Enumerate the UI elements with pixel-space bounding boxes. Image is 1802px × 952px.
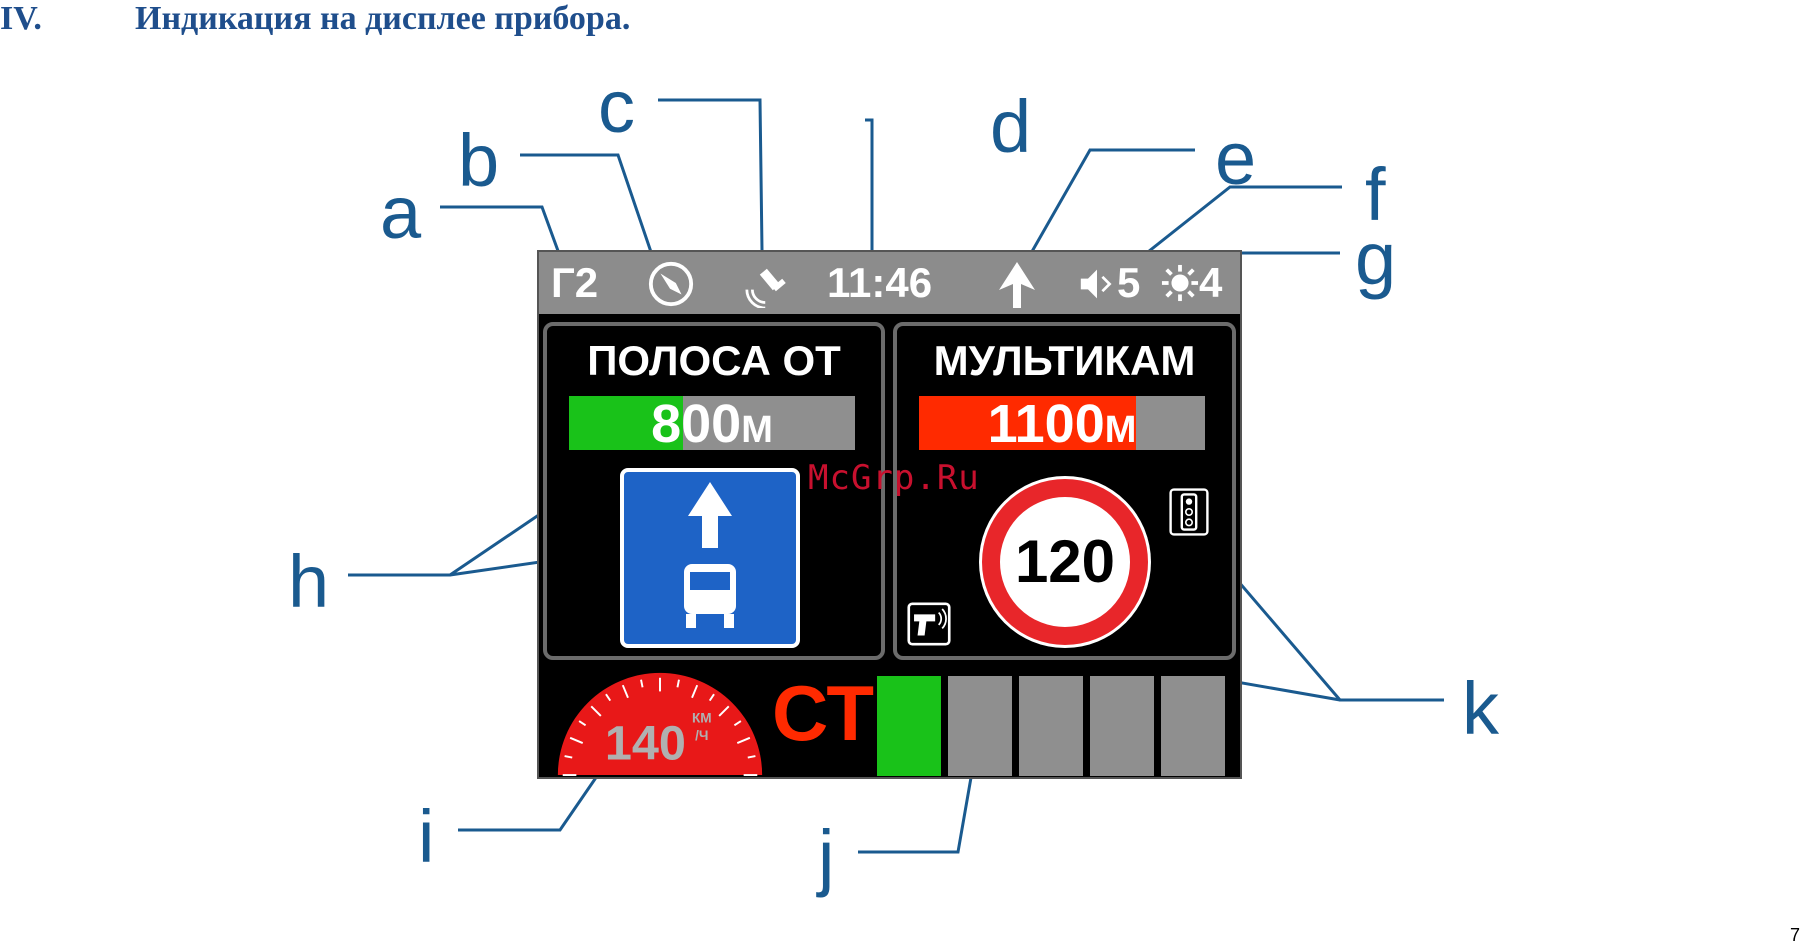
callout-d: d [990,90,1031,164]
satellite-icon [745,262,791,308]
speed-unit-top: КМ [692,711,712,726]
clock: 11:46 [827,262,932,304]
signal-segment [1161,676,1225,776]
right-alert-title: МУЛЬТИКАМ [897,340,1232,382]
section-heading: IV.Индикация на дисплее прибора. [0,0,630,38]
callout-i: i [418,800,434,874]
callout-j: j [818,820,834,894]
traffic-light-camera-icon [1169,486,1209,538]
bottom-bar: 140 КМ /Ч СТ [539,668,1240,777]
compass-icon [647,260,695,308]
left-distance-unit: М [741,409,773,451]
right-distance-text: 1100М [919,396,1205,458]
callout-a: a [380,176,421,250]
left-distance-bar: 800М [569,396,855,450]
mode-indicator: Г2 [551,262,598,304]
speedometer-gauge: 140 КМ /Ч [545,670,775,777]
sun-icon [1161,264,1199,302]
page-number: 7 [1790,925,1800,946]
section-number: IV. [0,0,135,38]
section-title: Индикация на дисплее прибора. [135,0,630,37]
bus-lane-sign-icon [620,468,800,648]
brightness-level: 4 [1199,262,1222,304]
threat-status: СТ [772,674,874,752]
right-distance-value: 1100 [988,394,1105,454]
callout-b: b [458,124,499,198]
device-display: Г2 11:46 5 4 ПОЛОСА ОТ [539,252,1240,777]
signal-segment [877,676,941,776]
volume-level: 5 [1117,262,1140,304]
signal-segment [1019,676,1083,776]
right-distance-bar: 1100М [919,396,1205,450]
left-distance-value: 800 [651,394,741,454]
speed-limit-value: 120 [1015,528,1115,595]
right-distance-unit: М [1105,409,1137,451]
callout-k: k [1462,672,1499,746]
callout-c: c [598,70,635,144]
direction-arrow-icon [997,260,1037,310]
signal-segment [948,676,1012,776]
current-speed: 140 [605,716,686,770]
left-alert-title: ПОЛОСА ОТ [547,340,881,382]
speaker-icon [1079,266,1115,302]
speed-limit-sign-icon: 120 [975,472,1155,652]
speed-unit-bottom: /Ч [695,728,708,743]
left-distance-text: 800М [569,396,855,458]
callout-h: h [288,545,329,619]
signal-segment [1090,676,1154,776]
status-bar: Г2 11:46 5 4 [539,252,1240,314]
speed-gun-icon [907,602,951,646]
watermark: McGrp.Ru [808,458,980,498]
callout-e: e [1215,122,1256,196]
callout-g: g [1355,222,1396,296]
